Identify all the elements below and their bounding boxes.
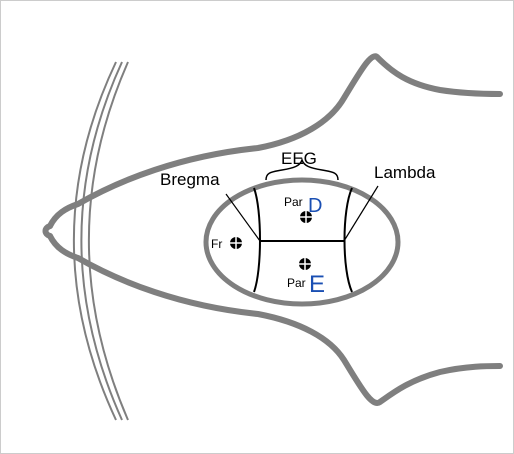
electrode-crosshair-icon <box>299 258 311 270</box>
mark-d: D <box>308 195 322 217</box>
par-top-label: Par <box>284 195 303 209</box>
fr-label: Fr <box>211 237 222 251</box>
lambda-label: Lambda <box>374 163 436 182</box>
bregma-label: Bregma <box>160 170 220 189</box>
eeg-label: EEG <box>281 149 317 168</box>
electrode-crosshair-icon <box>230 237 242 249</box>
mark-e: E <box>309 271 325 298</box>
par-bottom-label: Par <box>287 276 306 290</box>
